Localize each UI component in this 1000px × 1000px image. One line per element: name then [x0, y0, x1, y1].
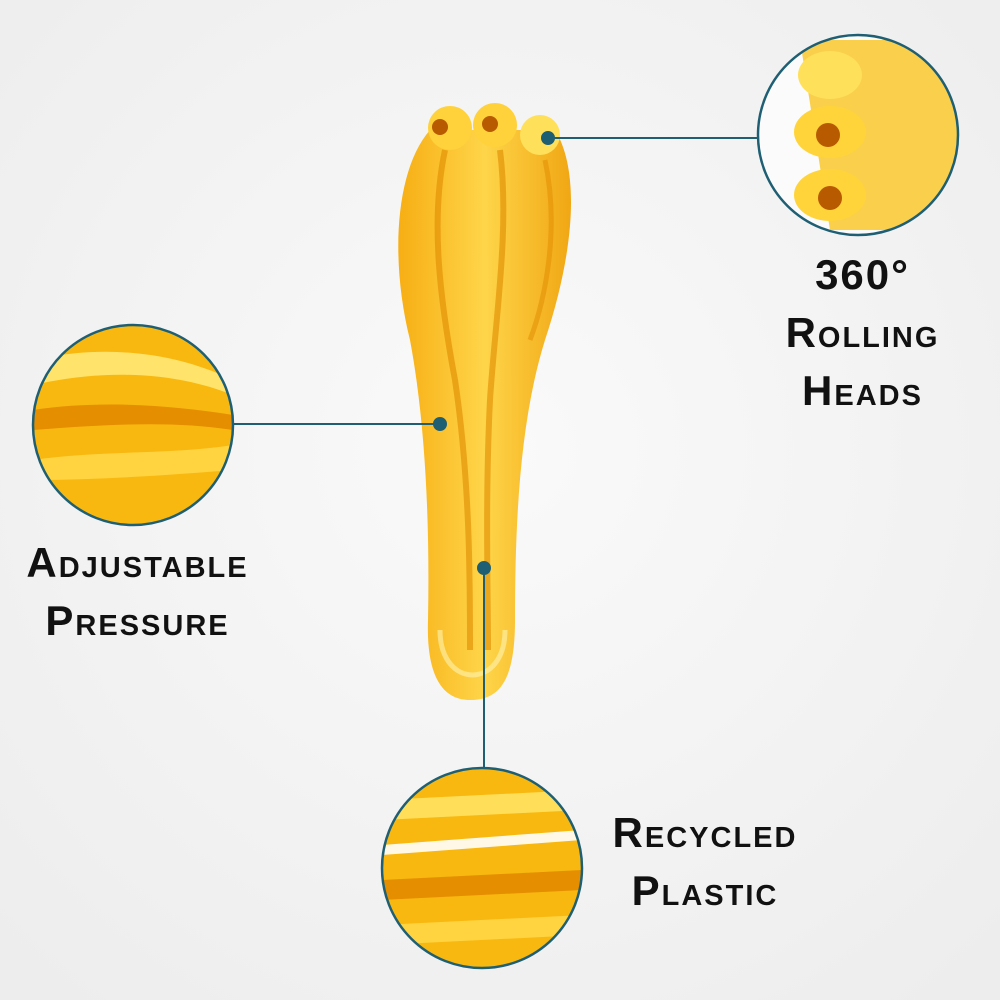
feature-label-adjustable-pressure: Adjustable Pressure: [20, 534, 255, 650]
feature-label-rolling-heads: 360° Rolling Heads: [740, 246, 985, 420]
feature-label-recycled-plastic: Recycled Plastic: [605, 804, 805, 920]
feature-label-line2: Pressure: [45, 597, 230, 644]
detail-circle-pressure: [31, 323, 235, 527]
massager-product: [398, 103, 572, 700]
callout-dot-heads: [541, 131, 555, 145]
callout-dot-plastic: [477, 561, 491, 575]
feature-label-line1: Adjustable: [26, 539, 249, 586]
rolling-heads: [428, 103, 560, 155]
feature-label-line1: 360° Rolling: [785, 251, 940, 356]
feature-label-line2: Plastic: [631, 867, 779, 914]
feature-label-line2: Heads: [802, 367, 923, 414]
detail-circle-heads: [756, 33, 960, 237]
detail-circle-plastic: [380, 766, 584, 970]
callout-dot-pressure: [433, 417, 447, 431]
feature-label-line1: Recycled: [612, 809, 798, 856]
